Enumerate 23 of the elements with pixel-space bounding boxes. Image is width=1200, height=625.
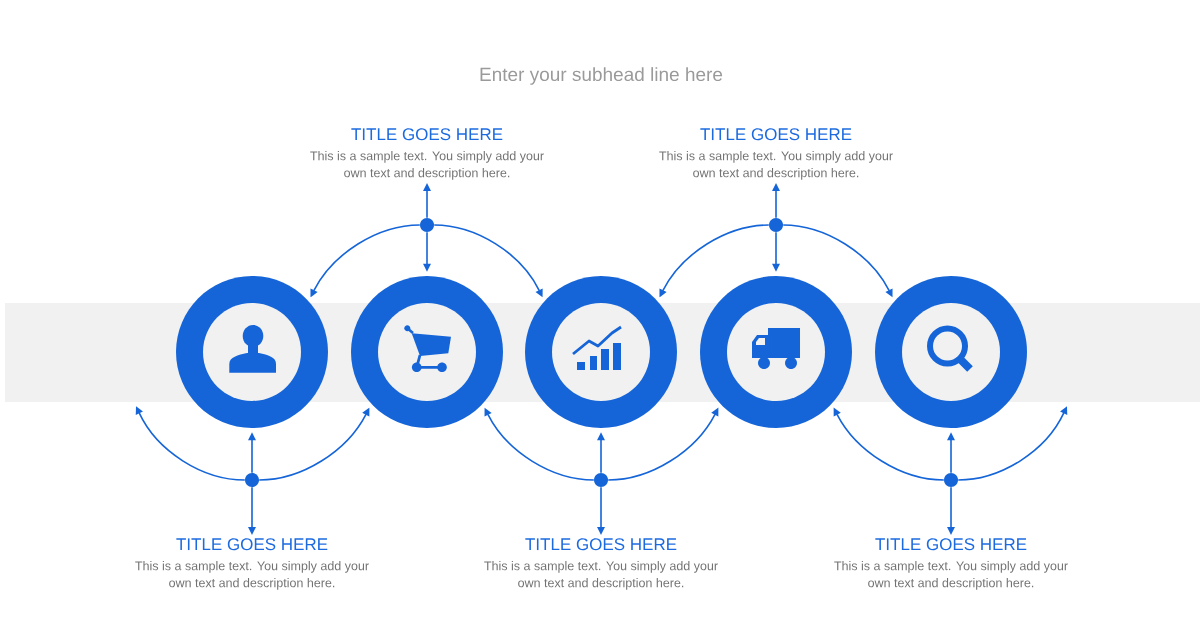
heading: TITLE GOES HERE xyxy=(351,128,503,141)
heading: TITLE GOES HERE xyxy=(875,538,1027,551)
junction-dot xyxy=(594,473,608,487)
junction-dot xyxy=(245,473,259,487)
description: This is a sample text. You simply add your own text and description here. xyxy=(659,151,893,180)
ring xyxy=(525,276,677,428)
junction-dot xyxy=(420,218,434,232)
ring xyxy=(176,276,328,428)
ring xyxy=(700,276,852,428)
subhead: Enter your subhead line here xyxy=(480,67,723,85)
heading: TITLE GOES HERE xyxy=(525,538,677,551)
ring xyxy=(351,276,503,428)
heading: TITLE GOES HERE xyxy=(176,538,328,551)
curved-arrow xyxy=(135,406,246,481)
heading: TITLE GOES HERE xyxy=(700,128,852,141)
description: This is a sample text. You simply add your own text and description here. xyxy=(310,151,544,180)
junction-dot xyxy=(944,473,958,487)
description: This is a sample text. You simply add your own text and description here. xyxy=(135,561,369,590)
ring xyxy=(875,276,1027,428)
description: This is a sample text. You simply add your own text and description here. xyxy=(834,561,1068,590)
description: This is a sample text. You simply add your own text and description here. xyxy=(484,561,718,590)
curved-arrow xyxy=(957,406,1068,481)
junction-dot xyxy=(769,218,783,232)
